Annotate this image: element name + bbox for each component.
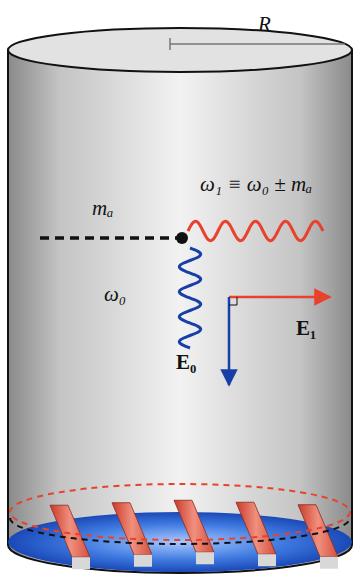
frequency-label: ω₀ bbox=[104, 284, 126, 305]
field-label: E₁ bbox=[296, 318, 316, 339]
field-arrow-e0 bbox=[228, 297, 231, 385]
cavity-wall bbox=[8, 50, 352, 573]
frequency-label: ω₁ ≡ ω₀ ± mₐ bbox=[200, 174, 312, 195]
slab-base bbox=[134, 555, 152, 567]
dielectric-slabs bbox=[50, 500, 338, 569]
axion-mass-label: mₐ bbox=[92, 198, 113, 219]
red-dashed-ring bbox=[10, 484, 350, 540]
dielectric-slab bbox=[112, 503, 152, 555]
axion-line bbox=[40, 236, 178, 240]
slab-base bbox=[320, 557, 338, 569]
dielectric-slab bbox=[236, 502, 276, 554]
field-arrow-e1 bbox=[229, 296, 330, 299]
cavity-top bbox=[8, 28, 352, 72]
photon-wave-blue bbox=[179, 248, 200, 348]
radius-line bbox=[170, 43, 345, 45]
black-dashed-ring bbox=[10, 518, 350, 544]
slab-base bbox=[258, 554, 276, 566]
slab-base bbox=[196, 552, 214, 564]
radius-label: R bbox=[258, 14, 271, 35]
right-angle-mark bbox=[229, 297, 237, 305]
dielectric-slab bbox=[298, 505, 338, 557]
field-label: E₀ bbox=[176, 352, 196, 373]
photon-wave-red bbox=[188, 221, 323, 240]
vertex-dot bbox=[176, 232, 188, 244]
radius-tick bbox=[169, 38, 171, 50]
slab-base bbox=[72, 557, 90, 569]
